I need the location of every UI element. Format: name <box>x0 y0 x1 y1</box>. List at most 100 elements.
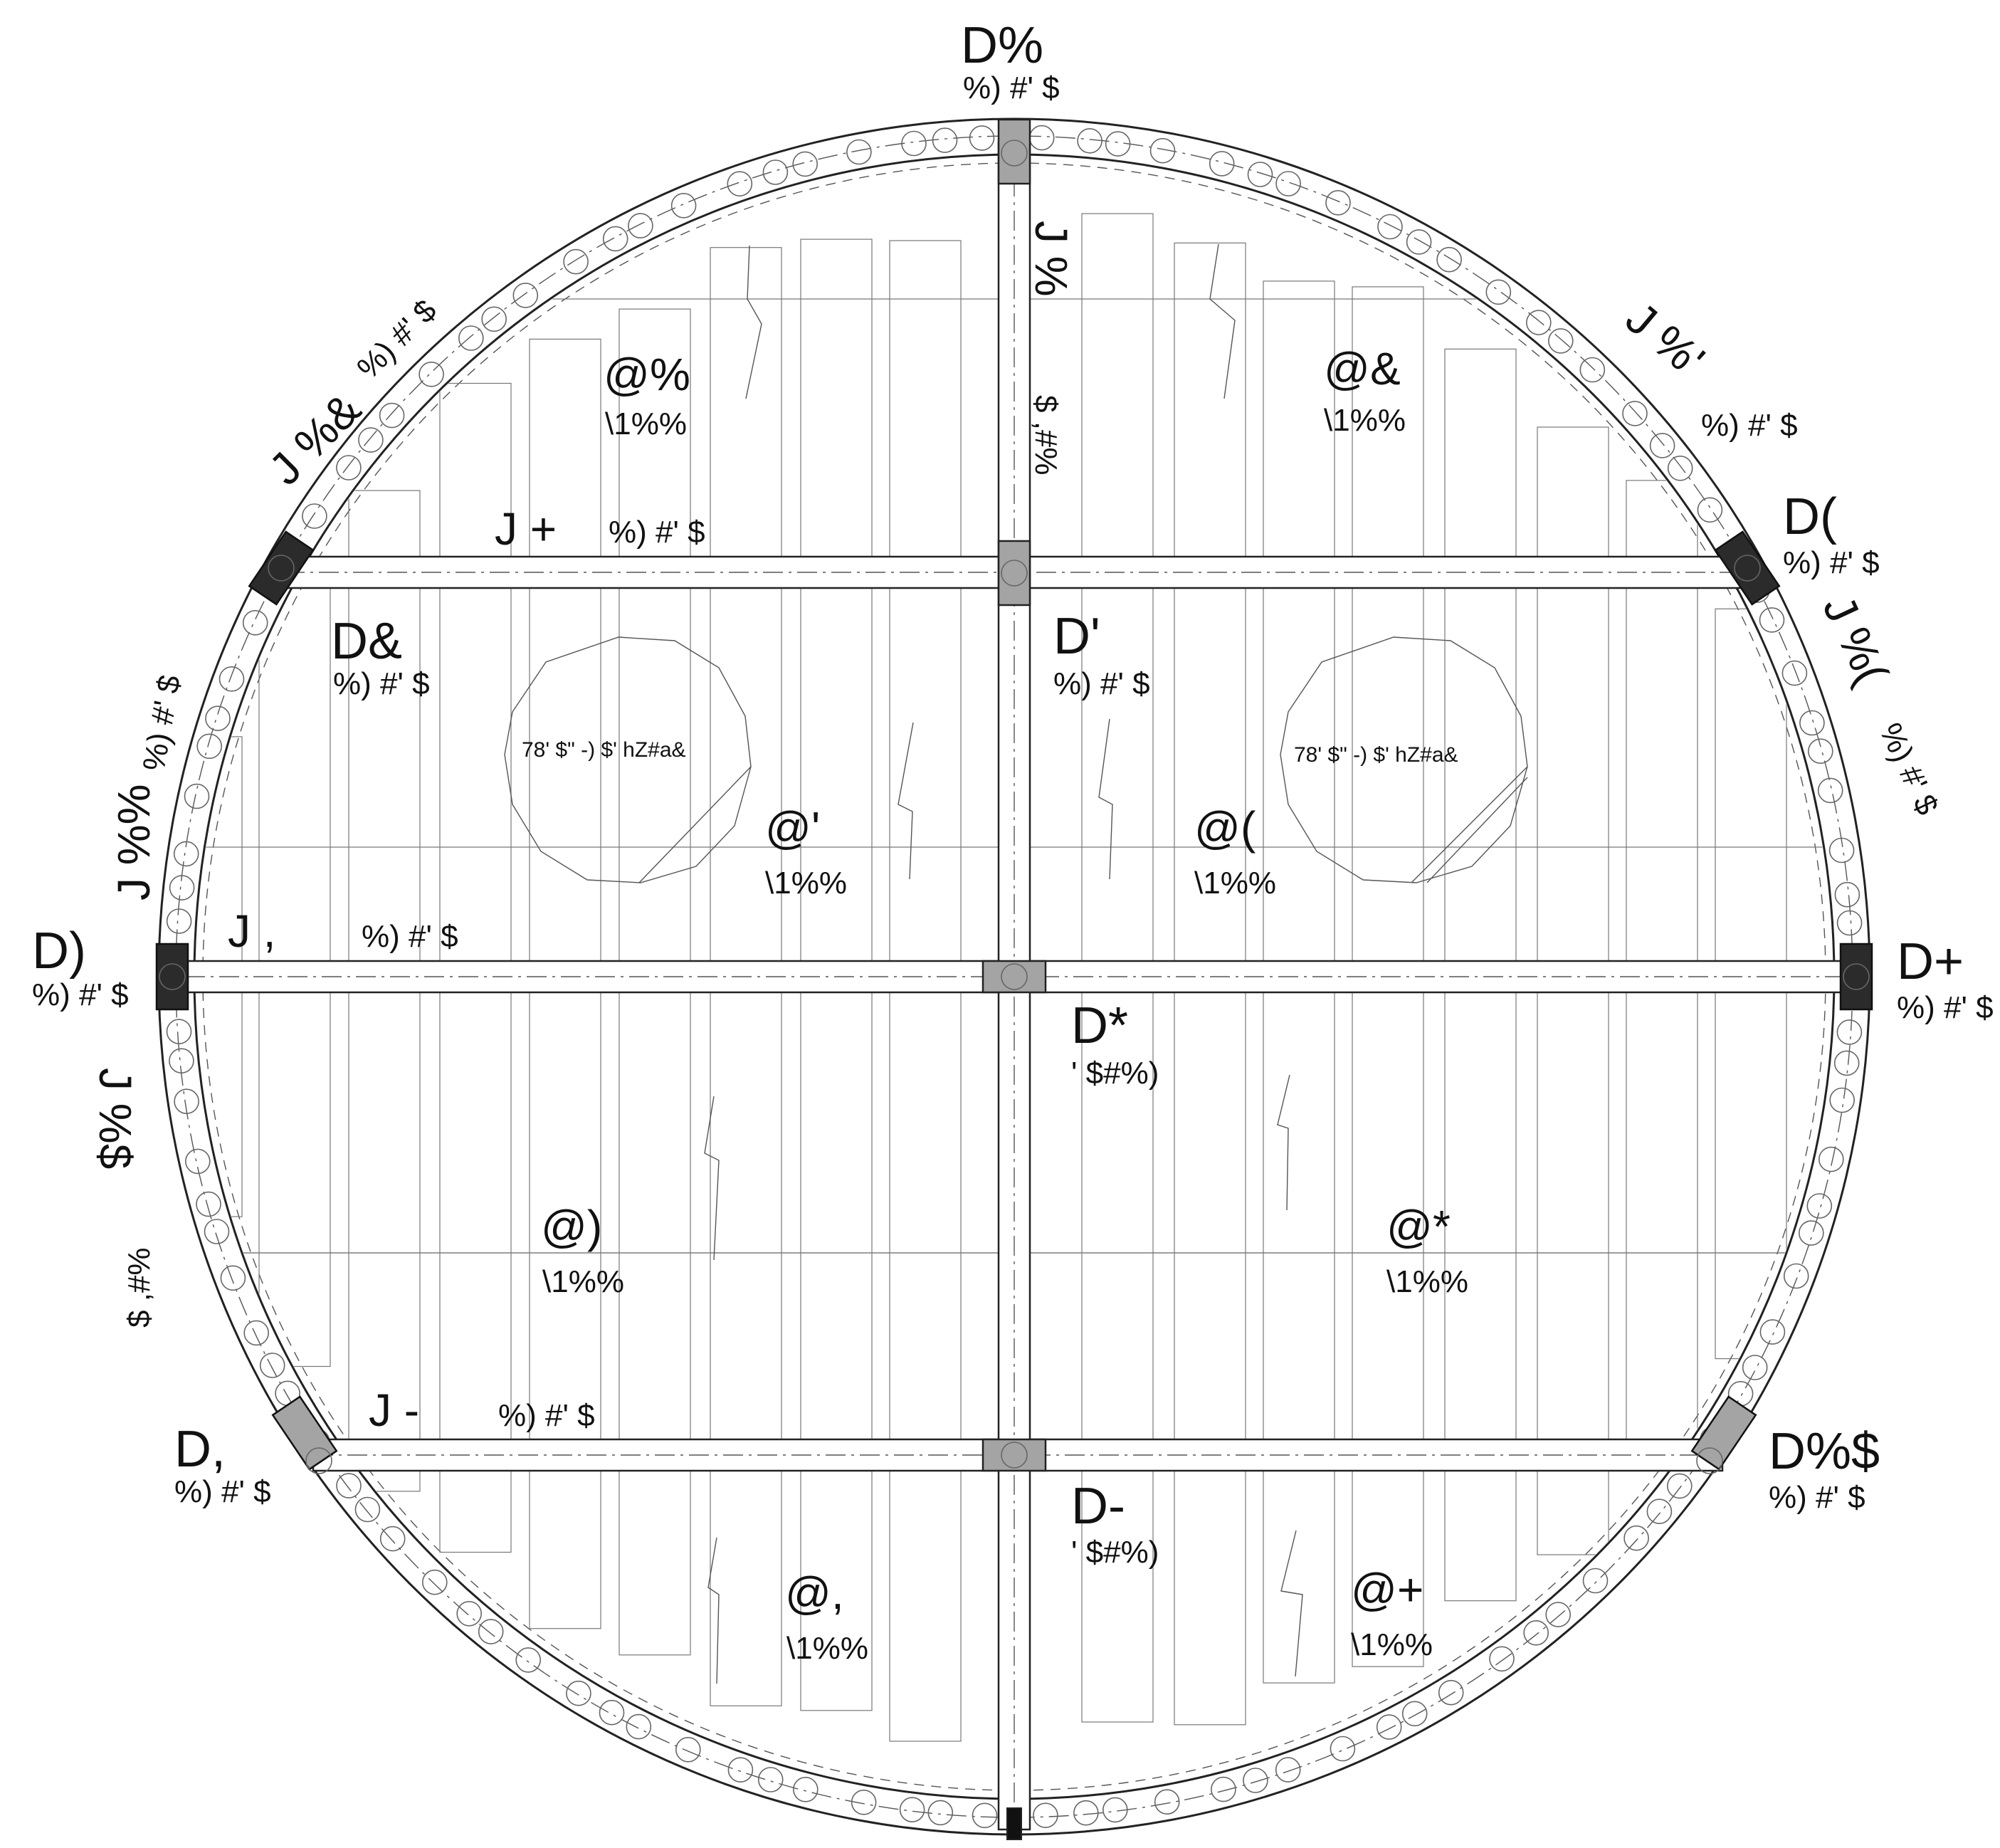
block-upper-left <box>248 530 315 606</box>
node-upper-left-code: %) #' $ <box>333 666 430 701</box>
beam-arc-right-id: J %( <box>1813 587 1898 691</box>
ring-bolt <box>1783 1263 1809 1289</box>
ring-bolt <box>1759 1319 1786 1345</box>
ring-bolt <box>336 455 362 481</box>
beam-upper-label: J + %) #' $ <box>495 503 705 555</box>
ring-bolt <box>1829 1087 1855 1113</box>
beam-lower-id: J - <box>369 1385 419 1436</box>
ring-bolt <box>1833 1050 1860 1076</box>
beam-arc-left-code: %) #' $ <box>137 673 188 774</box>
node-lower-left-code: %) #' $ <box>174 1474 271 1509</box>
panel-2-id: @& <box>1324 343 1401 394</box>
panel-1-id: @% <box>604 349 690 400</box>
ring-bolt <box>901 130 927 157</box>
beam-upper-code: %) #' $ <box>609 515 705 550</box>
block-right <box>1839 943 1873 1011</box>
ring-bolt <box>481 306 507 332</box>
ring-bolt <box>1548 328 1574 354</box>
node-top-id: D% <box>961 17 1043 74</box>
ring-bolt <box>1247 162 1273 187</box>
ring-bolt <box>1836 1019 1863 1045</box>
panel-7: @, \1%% <box>785 1568 868 1666</box>
opening-left-label: 78' $" -) $' hZ#a& <box>522 738 686 762</box>
node-lower-right-id: D%$ <box>1769 1423 1880 1480</box>
panel-6-id: @* <box>1386 1201 1451 1252</box>
ring-bolt <box>1438 1679 1464 1706</box>
ring-bolt <box>969 125 995 151</box>
node-upper-right: D( %) #' $ <box>1783 488 1880 580</box>
ring-bolt <box>1623 1525 1649 1551</box>
node-top-code: %) #' $ <box>963 70 1060 105</box>
beam-arc-upper-left-id: J %& <box>259 383 371 495</box>
ring-bolt <box>220 1265 246 1291</box>
ring-bolt <box>458 325 484 351</box>
ring-bolt <box>204 1219 230 1244</box>
ring-bolt <box>184 1148 211 1175</box>
ring-bolt <box>563 248 589 275</box>
ring-bolt <box>219 666 245 692</box>
panel-7-id: @, <box>785 1568 844 1619</box>
node-upper-center-id: D' <box>1053 608 1100 665</box>
panel-1-code: \1%% <box>605 406 687 441</box>
ring-bolt <box>1325 189 1351 216</box>
node-right-id: D+ <box>1897 933 1964 990</box>
panel-8: @+ \1%% <box>1351 1564 1433 1662</box>
beam-arc-upper-right-code: %) #' $ <box>1701 408 1798 443</box>
ring-bolt <box>1401 1701 1428 1727</box>
beam-arc-lower-left-id: J %$ <box>90 1068 141 1169</box>
ring-bolt <box>1697 497 1723 523</box>
panel-5-id: @) <box>541 1201 602 1252</box>
beam-lower-code: %) #' $ <box>498 1398 595 1433</box>
panel-3: @' \1%% <box>765 802 847 901</box>
ring-bolt <box>1817 777 1843 804</box>
beam-arc-right-label: J %( %) #' $ <box>1813 587 1944 820</box>
beam-arc-right-code: %) #' $ <box>1873 718 1945 821</box>
ring-bolt <box>1828 837 1855 863</box>
ring-bolt <box>1806 1193 1833 1219</box>
ring-bolt <box>599 1699 625 1726</box>
ring-bolt <box>1102 1797 1128 1823</box>
hatch-marks <box>704 243 1303 1684</box>
panel-6: @* \1%% <box>1386 1201 1468 1299</box>
ring-bolt <box>1406 229 1432 255</box>
ring-bolt <box>358 427 384 453</box>
block-center <box>981 960 1047 994</box>
ring-bolt <box>1489 1646 1515 1672</box>
ring-bolt <box>1275 1757 1301 1783</box>
ring-bolt <box>184 783 210 809</box>
ring-bolt <box>1073 1800 1099 1826</box>
panel-3-code: \1%% <box>765 866 847 901</box>
ring-bolt <box>1154 1789 1180 1815</box>
ring-bolt <box>421 1569 448 1595</box>
ring-bolt <box>336 1473 362 1498</box>
beam-arc-left-id: J %% <box>108 784 159 901</box>
ring-bolt <box>1523 1620 1549 1646</box>
ring-bolt <box>932 127 958 153</box>
beam-arc-lower-left-label: J %$ $ ,#% <box>90 1068 157 1328</box>
beam-arc-left-label: J %% %) #' $ <box>108 673 187 901</box>
node-center-code: ' $#%) <box>1071 1056 1159 1091</box>
node-left: D) %) #' $ <box>32 923 129 1012</box>
ring-bolt <box>478 1619 504 1644</box>
block-lower-left <box>271 1395 338 1471</box>
ring-bolt <box>1579 357 1606 383</box>
beam-vertical-upper-label: J % $ ,#% <box>1026 221 1077 476</box>
ring-bolt <box>242 609 268 636</box>
block-upper-center <box>997 540 1031 607</box>
ring-bolt <box>302 503 327 529</box>
node-lower-center-id: D- <box>1071 1478 1125 1535</box>
beam-lower-label: J - %) #' $ <box>369 1385 595 1436</box>
panel-5: @) \1%% <box>541 1201 624 1299</box>
node-upper-center-code: %) #' $ <box>1053 666 1150 701</box>
ring-bolt <box>1781 660 1808 686</box>
node-upper-center: D' %) #' $ <box>1053 608 1150 701</box>
ring-bolt <box>196 1191 221 1217</box>
ring-bolt <box>1485 279 1512 305</box>
node-lower-right: D%$ %) #' $ <box>1769 1423 1880 1515</box>
ring-bolt <box>419 361 444 387</box>
node-upper-left: D& %) #' $ <box>331 613 430 701</box>
panel-5-code: \1%% <box>542 1264 624 1299</box>
ring-bolt <box>1646 1498 1673 1524</box>
node-left-code: %) #' $ <box>32 977 129 1012</box>
